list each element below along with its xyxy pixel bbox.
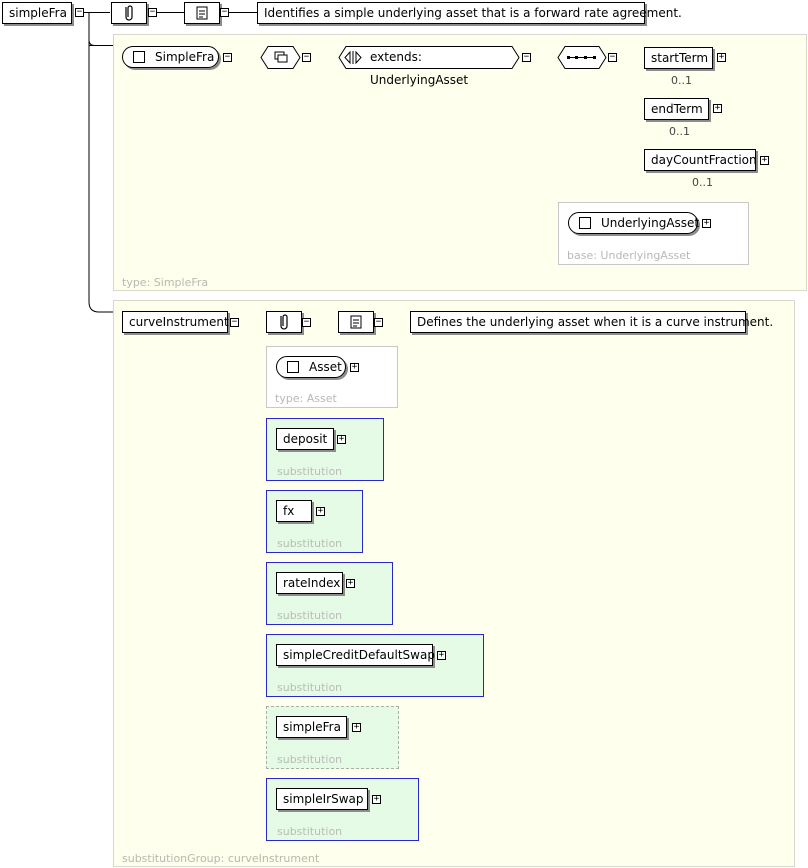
complex-type-icon [133,51,145,63]
element-rateIndex[interactable]: rateIndex [276,572,343,594]
annotation-icon[interactable] [111,2,147,24]
substitution-group-note: substitutionGroup: curveInstrument [122,852,320,865]
sequence-icon[interactable] [557,46,607,69]
complex-type-icon [287,361,299,373]
complex-type-Asset[interactable]: Asset [276,356,346,378]
expand-icon[interactable]: + [316,506,325,516]
collapse-icon[interactable]: − [220,7,229,17]
collapse-icon[interactable]: − [302,317,311,327]
element-deposit[interactable]: deposit [276,428,334,450]
expand-icon[interactable]: + [717,52,726,62]
choice-icon[interactable] [260,46,301,69]
occurrence-label: 0..1 [692,176,713,189]
expand-icon[interactable]: + [713,103,722,113]
element-simpleCreditDefaultSwap[interactable]: simpleCreditDefaultSwap [276,644,435,666]
occurrence-label: 0..1 [671,74,692,87]
element-endTerm[interactable]: endTerm [644,98,709,120]
base-note: base: UnderlyingAsset [567,249,691,262]
collapse-icon[interactable]: − [374,317,383,327]
element-startTerm[interactable]: startTerm [644,47,713,69]
documentation-icon[interactable] [184,2,220,24]
type-note: type: Asset [275,392,337,405]
extends-label: extends: UnderlyingAsset [370,50,469,87]
element-fx[interactable]: fx [276,500,312,522]
occurrence-label: 0..1 [669,125,690,138]
complex-type-UnderlyingAsset[interactable]: UnderlyingAsset [568,212,699,234]
expand-icon[interactable]: + [352,722,361,732]
element-simpleFra[interactable]: simpleFra [276,716,347,738]
collapse-icon[interactable]: − [75,7,84,17]
type-note: type: SimpleFra [122,276,209,289]
expand-icon[interactable]: + [350,362,359,372]
expand-icon[interactable]: + [437,650,446,660]
collapse-icon[interactable]: − [302,52,311,62]
expand-icon[interactable]: + [346,578,355,588]
collapse-icon[interactable]: − [230,317,239,327]
element-simpleIrSwap[interactable]: simpleIrSwap [276,788,368,810]
complex-type-SimpleFra[interactable]: SimpleFra [122,46,219,68]
expand-icon[interactable]: + [702,218,711,228]
annotation-icon[interactable] [266,311,302,333]
extends-UnderlyingAsset[interactable]: extends: UnderlyingAsset [338,46,520,87]
curveInstrument-documentation: Defines the underlying asset when it is … [410,311,773,333]
collapse-icon[interactable]: − [522,52,531,62]
complex-type-icon [579,217,591,229]
root-documentation: Identifies a simple underlying asset tha… [257,2,682,24]
collapse-icon[interactable]: − [223,52,232,62]
element-curveInstrument[interactable]: curveInstrument [122,311,229,333]
root-element-simpleFra[interactable]: simpleFra [2,2,72,24]
expand-icon[interactable]: + [760,155,769,165]
documentation-icon[interactable] [338,311,374,333]
expand-icon[interactable]: + [337,434,346,444]
expand-icon[interactable]: + [372,794,381,804]
collapse-icon[interactable]: − [608,52,617,62]
curveInstrument-panel: substitutionGroup: curveInstrument [113,300,795,867]
collapse-icon[interactable]: − [148,7,157,17]
element-dayCountFraction[interactable]: dayCountFraction [644,149,757,171]
